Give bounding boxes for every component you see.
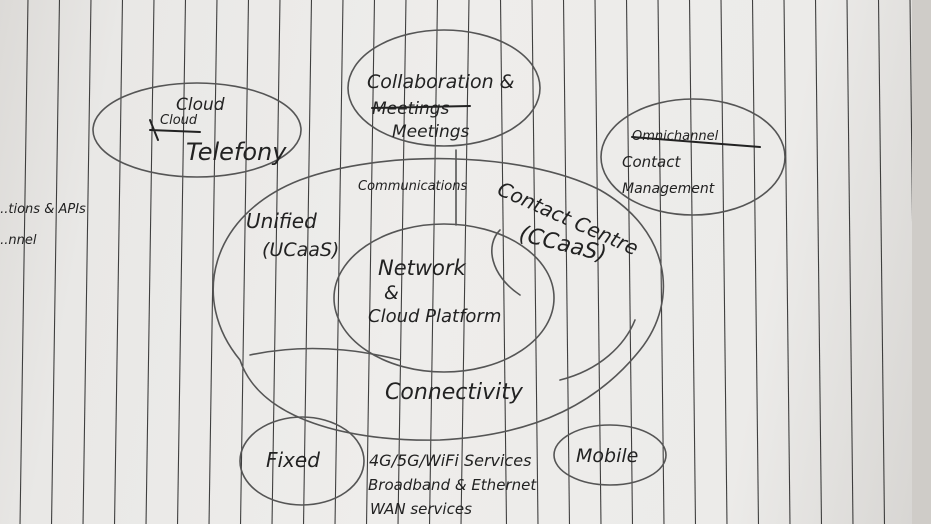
platform-big-circle — [212, 157, 665, 441]
ccaas-bracket — [491, 229, 521, 296]
ruled-line — [176, 0, 187, 524]
ruled-line — [814, 0, 823, 524]
collaboration-circle — [347, 29, 541, 147]
core-line2: & — [384, 282, 399, 304]
edge-text-2: ...nnel — [0, 233, 37, 248]
ruled-line — [19, 0, 29, 524]
cloud-strike — [149, 119, 201, 141]
ruled-line — [688, 0, 697, 524]
ruled-line — [239, 0, 250, 524]
ruled-line — [145, 0, 155, 524]
ruled-line — [365, 0, 376, 524]
ruled-line — [531, 0, 539, 524]
communications-label: Communications — [358, 179, 467, 194]
omnichannel-strike — [631, 136, 761, 148]
contact-line: Contact — [622, 153, 681, 171]
connectivity-label: Connectivity — [385, 380, 524, 405]
collaboration-crossed: Meetings — [372, 99, 450, 119]
fixed-circle — [239, 416, 365, 506]
ruled-line — [625, 0, 634, 524]
core-circle — [333, 223, 555, 373]
ruled-line — [334, 0, 344, 524]
collaboration-strike — [371, 105, 471, 109]
core-line3: Cloud Platform — [368, 306, 501, 327]
collaboration-line2: Meetings — [392, 122, 470, 142]
ruled-line — [50, 0, 61, 524]
ruled-line — [397, 0, 407, 524]
ruled-line — [302, 0, 313, 524]
ruled-line — [208, 0, 218, 524]
ruled-line — [877, 0, 886, 524]
ruled-line — [82, 0, 92, 524]
services-line1: 4G/5G/WiFi Services — [369, 451, 531, 470]
ruled-line — [594, 0, 602, 524]
ruled-line — [271, 0, 281, 524]
collaboration-line1: Collaboration & — [367, 71, 514, 93]
platform-inner-arc — [249, 347, 401, 361]
ucaas-line1: Unified — [246, 209, 317, 233]
ruled-line — [428, 0, 439, 524]
mobile-circle — [553, 424, 667, 486]
ruled-line — [751, 0, 760, 524]
management-line: Management — [622, 181, 715, 197]
mobile-label: Mobile — [576, 445, 638, 467]
ruled-line — [499, 0, 508, 524]
page-edge — [912, 0, 931, 524]
platform-inner-arc-right — [559, 319, 636, 381]
cloud-crossed-word: Cloud — [160, 113, 198, 128]
ruled-line — [562, 0, 571, 524]
ruled-line — [113, 0, 124, 524]
core-line1: Network — [378, 256, 467, 280]
services-line2: Broadband & Ethernet — [368, 476, 537, 494]
edge-text-1: ...tions & APIs — [0, 202, 86, 217]
ruled-line — [783, 0, 791, 524]
fixed-label: Fixed — [266, 448, 320, 472]
ucaas-line2: (UCaaS) — [262, 239, 339, 261]
ruled-line — [846, 0, 854, 524]
cloud-caption: Cloud — [176, 95, 225, 115]
contact-management-circle — [600, 98, 786, 216]
ruled-line — [720, 0, 728, 524]
telephony-title: Telefony — [186, 138, 287, 166]
services-line3: WAN services — [370, 500, 472, 518]
omnichannel-crossed: Omnichannel — [632, 129, 719, 144]
cloud-telephony-circle — [92, 82, 302, 178]
